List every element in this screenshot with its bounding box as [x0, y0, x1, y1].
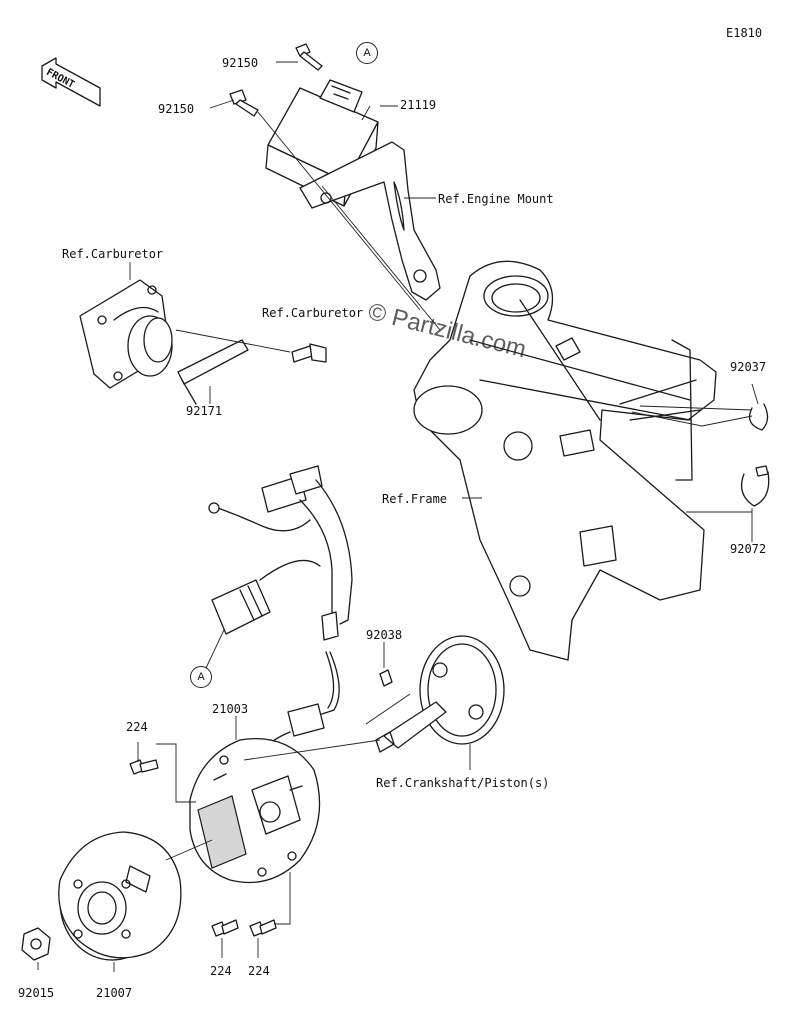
- leader-lines: [37, 61, 759, 972]
- crankshaft: [375, 635, 505, 753]
- part-label-92015[interactable]: 92015: [18, 986, 55, 1000]
- part-label-224-bottom-right[interactable]: 224: [248, 964, 270, 978]
- ref-label-crankshaft[interactable]: Ref.Crankshaft/Piston(s): [376, 776, 550, 790]
- carburetor-bolt: [291, 343, 327, 363]
- ref-label-frame[interactable]: Ref.Frame: [382, 492, 448, 506]
- part-label-21007[interactable]: 21007: [96, 986, 133, 1000]
- callout-a-lower: A: [190, 666, 212, 688]
- ref-label-carburetor-left[interactable]: Ref.Carburetor: [62, 247, 164, 261]
- wiring-harness: [208, 465, 353, 757]
- clamp-92037: [748, 403, 769, 431]
- part-label-21003[interactable]: 21003: [212, 702, 249, 716]
- callout-a-upper: A: [356, 42, 378, 64]
- rotor: [58, 831, 182, 961]
- bolt-92150-upper: [295, 43, 323, 71]
- part-label-92037[interactable]: 92037: [730, 360, 767, 374]
- front-arrow-icon: [41, 57, 101, 107]
- ref-label-carburetor-right[interactable]: Ref.Carburetor: [262, 306, 364, 320]
- nut-92015: [21, 927, 51, 961]
- part-label-224-top[interactable]: 224: [126, 720, 148, 734]
- part-label-92171[interactable]: 92171: [186, 404, 223, 418]
- part-label-92150-upper[interactable]: 92150: [222, 56, 259, 70]
- part-label-92038[interactable]: 92038: [366, 628, 403, 642]
- key-92038: [379, 669, 393, 687]
- ref-label-engine-mount[interactable]: Ref.Engine Mount: [438, 192, 554, 206]
- screw-224-bottom-right: [249, 919, 277, 937]
- part-label-92150-lower[interactable]: 92150: [158, 102, 195, 116]
- frame: [413, 260, 717, 661]
- diagram-code: E1810: [726, 26, 763, 40]
- stator: [189, 737, 321, 884]
- part-label-92072[interactable]: 92072: [730, 542, 767, 556]
- part-label-224-bottom-left[interactable]: 224: [210, 964, 232, 978]
- part-label-21119[interactable]: 21119: [400, 98, 437, 112]
- bolt-92150-lower: [229, 89, 259, 117]
- screw-224-top: [129, 759, 159, 775]
- screw-224-bottom-left: [211, 919, 239, 937]
- bracket-92171: [177, 339, 249, 405]
- clamp-92072: [740, 465, 770, 507]
- engine-mount-bracket: [299, 141, 441, 301]
- carburetor-flange: [79, 279, 173, 389]
